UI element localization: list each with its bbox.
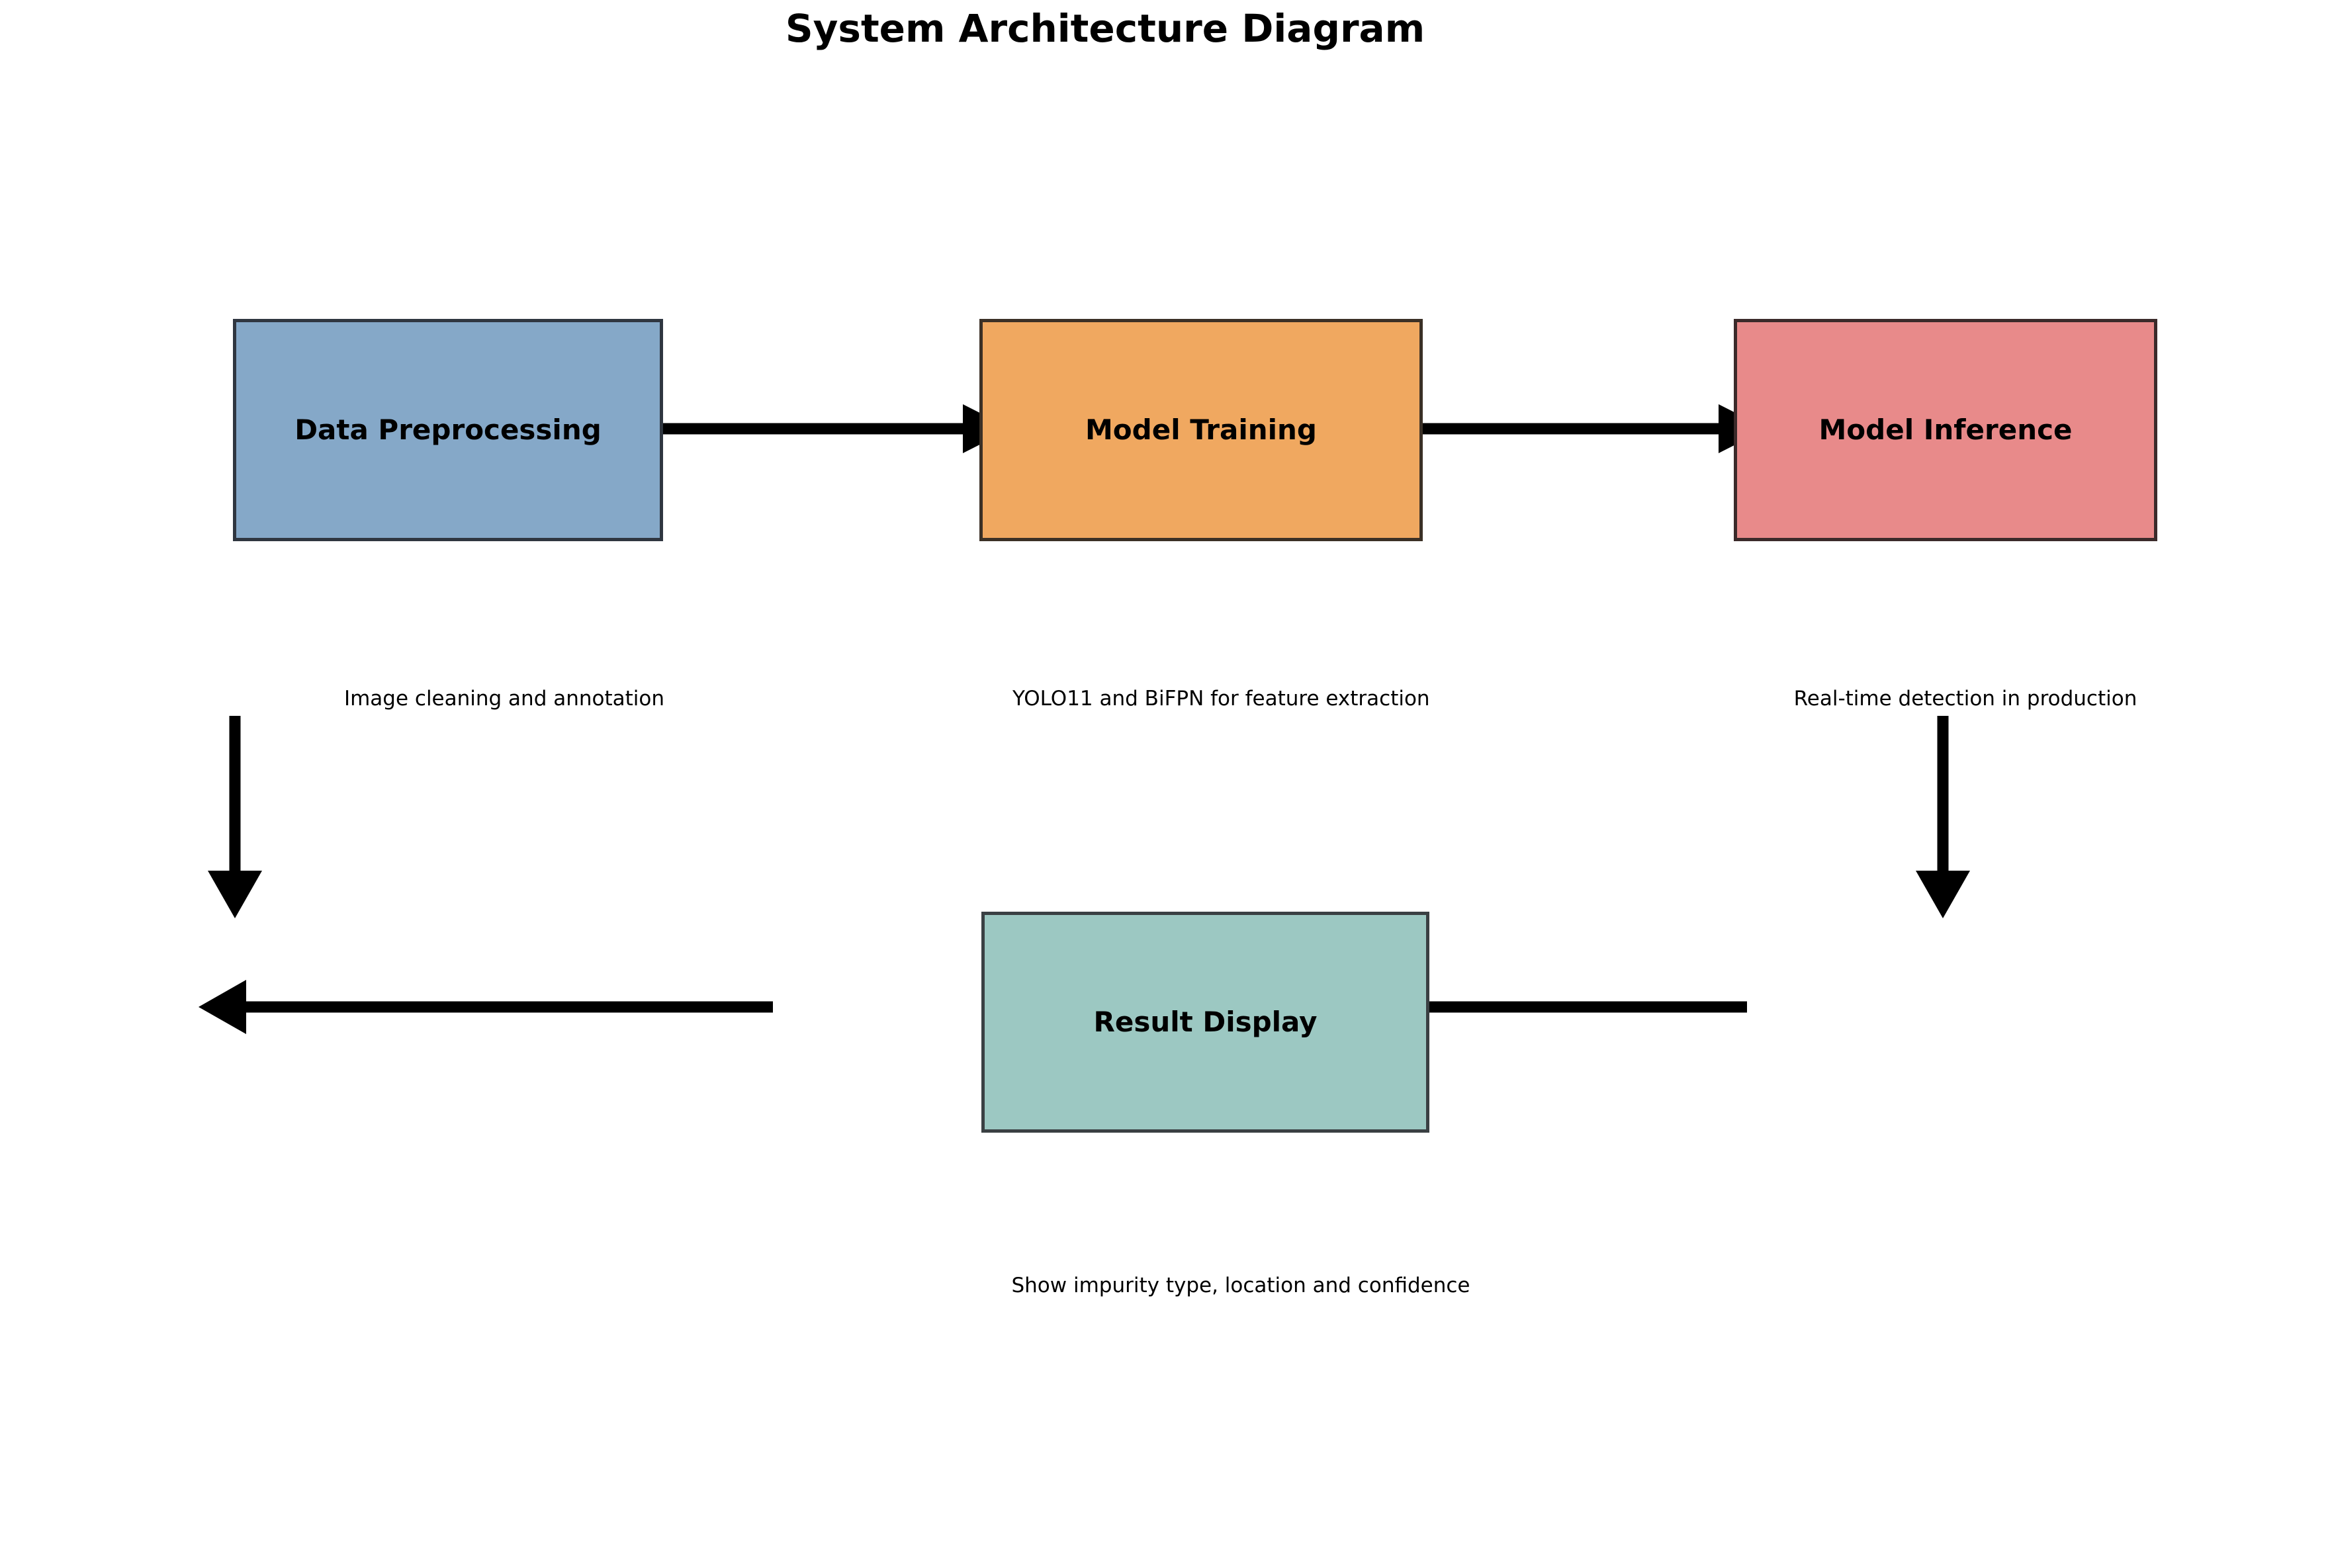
- node-result-display-label: Result Display: [1093, 1005, 1318, 1038]
- edge-inference-to-display-arrow: [1382, 980, 1747, 1034]
- node-model-inference-label: Model Inference: [1818, 413, 2073, 446]
- node-data-preprocessing[interactable]: Data Preprocessing: [233, 319, 663, 541]
- node-data-preprocessing-label: Data Preprocessing: [294, 413, 602, 446]
- node-model-inference[interactable]: Model Inference: [1734, 319, 2157, 541]
- edge-preprocess-to-training-arrow: [658, 404, 1011, 453]
- edge-feedback-left-arrow: [199, 980, 773, 1034]
- description-model-training: YOLO11 and BiFPN for feature extraction: [1012, 687, 1430, 711]
- page-title: System Architecture Diagram: [785, 6, 1425, 51]
- node-model-training[interactable]: Model Training: [979, 319, 1423, 541]
- node-result-display[interactable]: Result Display: [981, 912, 1429, 1133]
- description-model-inference: Real-time detection in production: [1793, 687, 2137, 711]
- edge-training-to-inference-arrow: [1419, 404, 1767, 453]
- description-result-display: Show impurity type, location and confide…: [1011, 1274, 1470, 1297]
- description-data-preprocessing: Image cleaning and annotation: [343, 687, 665, 711]
- edge-preprocess-down-arrow: [208, 716, 262, 918]
- node-model-training-label: Model Training: [1085, 413, 1317, 446]
- edge-inference-down-arrow: [1916, 716, 1970, 918]
